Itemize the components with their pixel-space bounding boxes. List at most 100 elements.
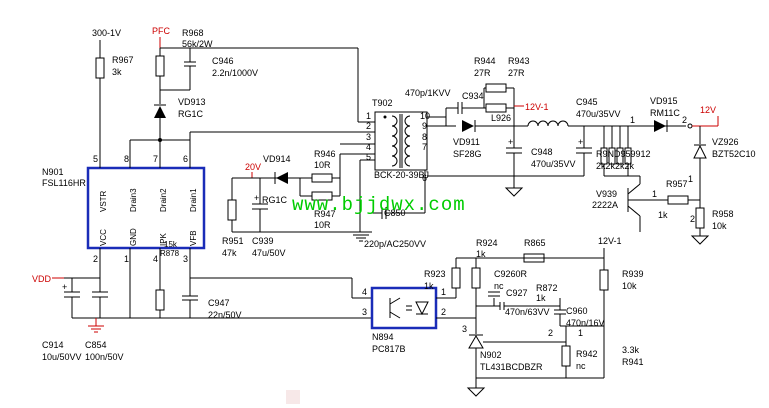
ic-pin-drain2: Drain2 [159,188,168,212]
c939-value: 47u/50V [252,248,286,258]
c850-value: 220p/AC250VV [364,239,426,249]
n894-ref: N894 [372,332,394,342]
n902-part: TL431BCDBZR [480,362,543,372]
diode-vd914 [276,172,288,184]
ic-n901-part: FSL116HR [42,178,86,188]
c9260r-value: nc [494,281,504,291]
t902-pin-9: 9 [422,121,427,131]
r924-ref: R924 [476,238,498,248]
ic-pin-4-num: 4 [153,254,158,264]
ic-pin-gnd: GND [129,228,138,246]
diode-vd915 [654,120,666,132]
r923-ref: R923 [424,269,446,279]
vd915-ref: VD915 [650,96,678,106]
ic-pin-drain1: Drain1 [189,188,198,212]
pin-2c: 2 [690,214,695,224]
net-pfc: PFC [152,26,171,36]
c945-ref: C945 [576,97,598,107]
c914-plus: + [62,282,67,292]
r957-ref: R957 [666,179,688,189]
r865-ref: R865 [524,238,546,248]
pin-3: 3 [362,307,367,317]
pin-1a: 1 [630,115,635,125]
l926-ref: L926 [491,113,511,123]
pin-2a: 2 [682,115,687,125]
vcc-feedback-section: VDD + C914 10u/50VV C854 100n/50V 15k R8… [32,240,372,362]
transformer-t902: T902 1 2 3 4 5 10 9 8 7 6 BCK-20-39BJ [366,98,430,183]
r941-ref: R941 [622,357,644,367]
resistor-r944 [485,83,507,93]
resistor-r942 [561,345,571,367]
c945-value: 470u/35VV [576,109,621,119]
net-vdd: VDD [32,274,52,284]
r951-ref: R951 [222,236,244,246]
ic-pin-vcc: VCC [99,229,108,246]
ground-symbol-fb [466,387,486,397]
t902-pin-4: 4 [366,142,371,152]
pin-3b: 3 [462,324,467,334]
resistor-r924 [471,267,481,289]
watermark-text: www.bjjdwx.com [292,194,466,216]
t902-pin-7: 7 [422,142,427,152]
c947-value: 22n/50V [208,310,242,320]
diode-vd913 [154,106,166,118]
c854-value: 100n/50V [85,352,124,362]
resistor-r957 [667,195,689,205]
r872-ref: R872 [536,283,558,293]
r958-ref: R958 [712,209,734,219]
resistor-r943 [485,103,507,113]
r942-value: nc [576,361,586,371]
net-12v: 12V [700,105,716,115]
vz926-value: BZT52C10 [712,149,756,159]
r944-value: 27R [474,68,491,78]
vd913-value: RG1C [178,109,204,119]
ic-pin-6-num: 6 [183,154,188,164]
hv-input-section: 300-1V R967 3k [92,28,134,160]
pin-2e: 2 [548,328,553,338]
pin-1d: 1 [441,287,446,297]
snubber-section: PFC R968 56k/2W C946 2.2n/1000V VD913 RG… [130,26,258,142]
net-hv-in: 300-1V [92,28,121,38]
c9260r-ref: C9260R [494,269,528,279]
diode-vd911 [462,120,474,132]
t902-pin-2: 2 [366,121,371,131]
shunt-regulator-n902 [468,335,484,349]
c939-ref: C939 [252,236,274,246]
resistor-r878 [155,289,165,311]
ic-pin-2-num: 2 [93,254,98,264]
ic-n901: 5 8 7 6 VSTR Drain3 Drain2 Drain1 2 1 4 … [42,140,206,268]
vd915-value: RM11C [650,108,680,118]
r878-value: 15k [164,240,178,249]
resistor-r923 [451,267,461,289]
v939-ref: V939 [596,189,617,199]
ic-pin-vstr: VSTR [99,190,108,212]
c934-ref: C934 [462,91,484,101]
resistor-array-ref: R9ND959912 [596,149,651,159]
c947-ref: C947 [208,298,230,308]
r957-value: 1k [658,210,668,220]
t902-ref: T902 [372,98,393,108]
vz926-ref: VZ926 [712,137,739,147]
feedback-network: 12V-1 R924 1k R865 R923 1k R939 10k C926… [424,236,644,397]
r968-value: 56k/2W [182,39,213,49]
ground-symbol-sec [504,187,524,197]
t902-pin-5: 5 [366,152,371,162]
r967-value: 3k [112,67,122,77]
vd911-part: SF28G [453,149,482,159]
ic-pin-vfb: VFB [189,230,198,246]
r958-value: 10k [712,221,727,231]
c939-plus: + [254,193,259,203]
r939-ref: R939 [622,269,644,279]
zener-vz926 [693,144,707,159]
r942-ref: R942 [576,349,598,359]
r946-ref: R946 [314,149,336,159]
c934-value: 470p/1KVV [405,88,451,98]
c927-value: 470n/63VV [505,307,550,317]
r968-ref: R968 [182,28,204,38]
r943-value: 27R [508,68,525,78]
r943-ref: R943 [508,56,530,66]
t902-pin-8: 8 [422,132,427,142]
resistor-r967 [95,57,105,79]
c946-ref: C946 [212,56,234,66]
